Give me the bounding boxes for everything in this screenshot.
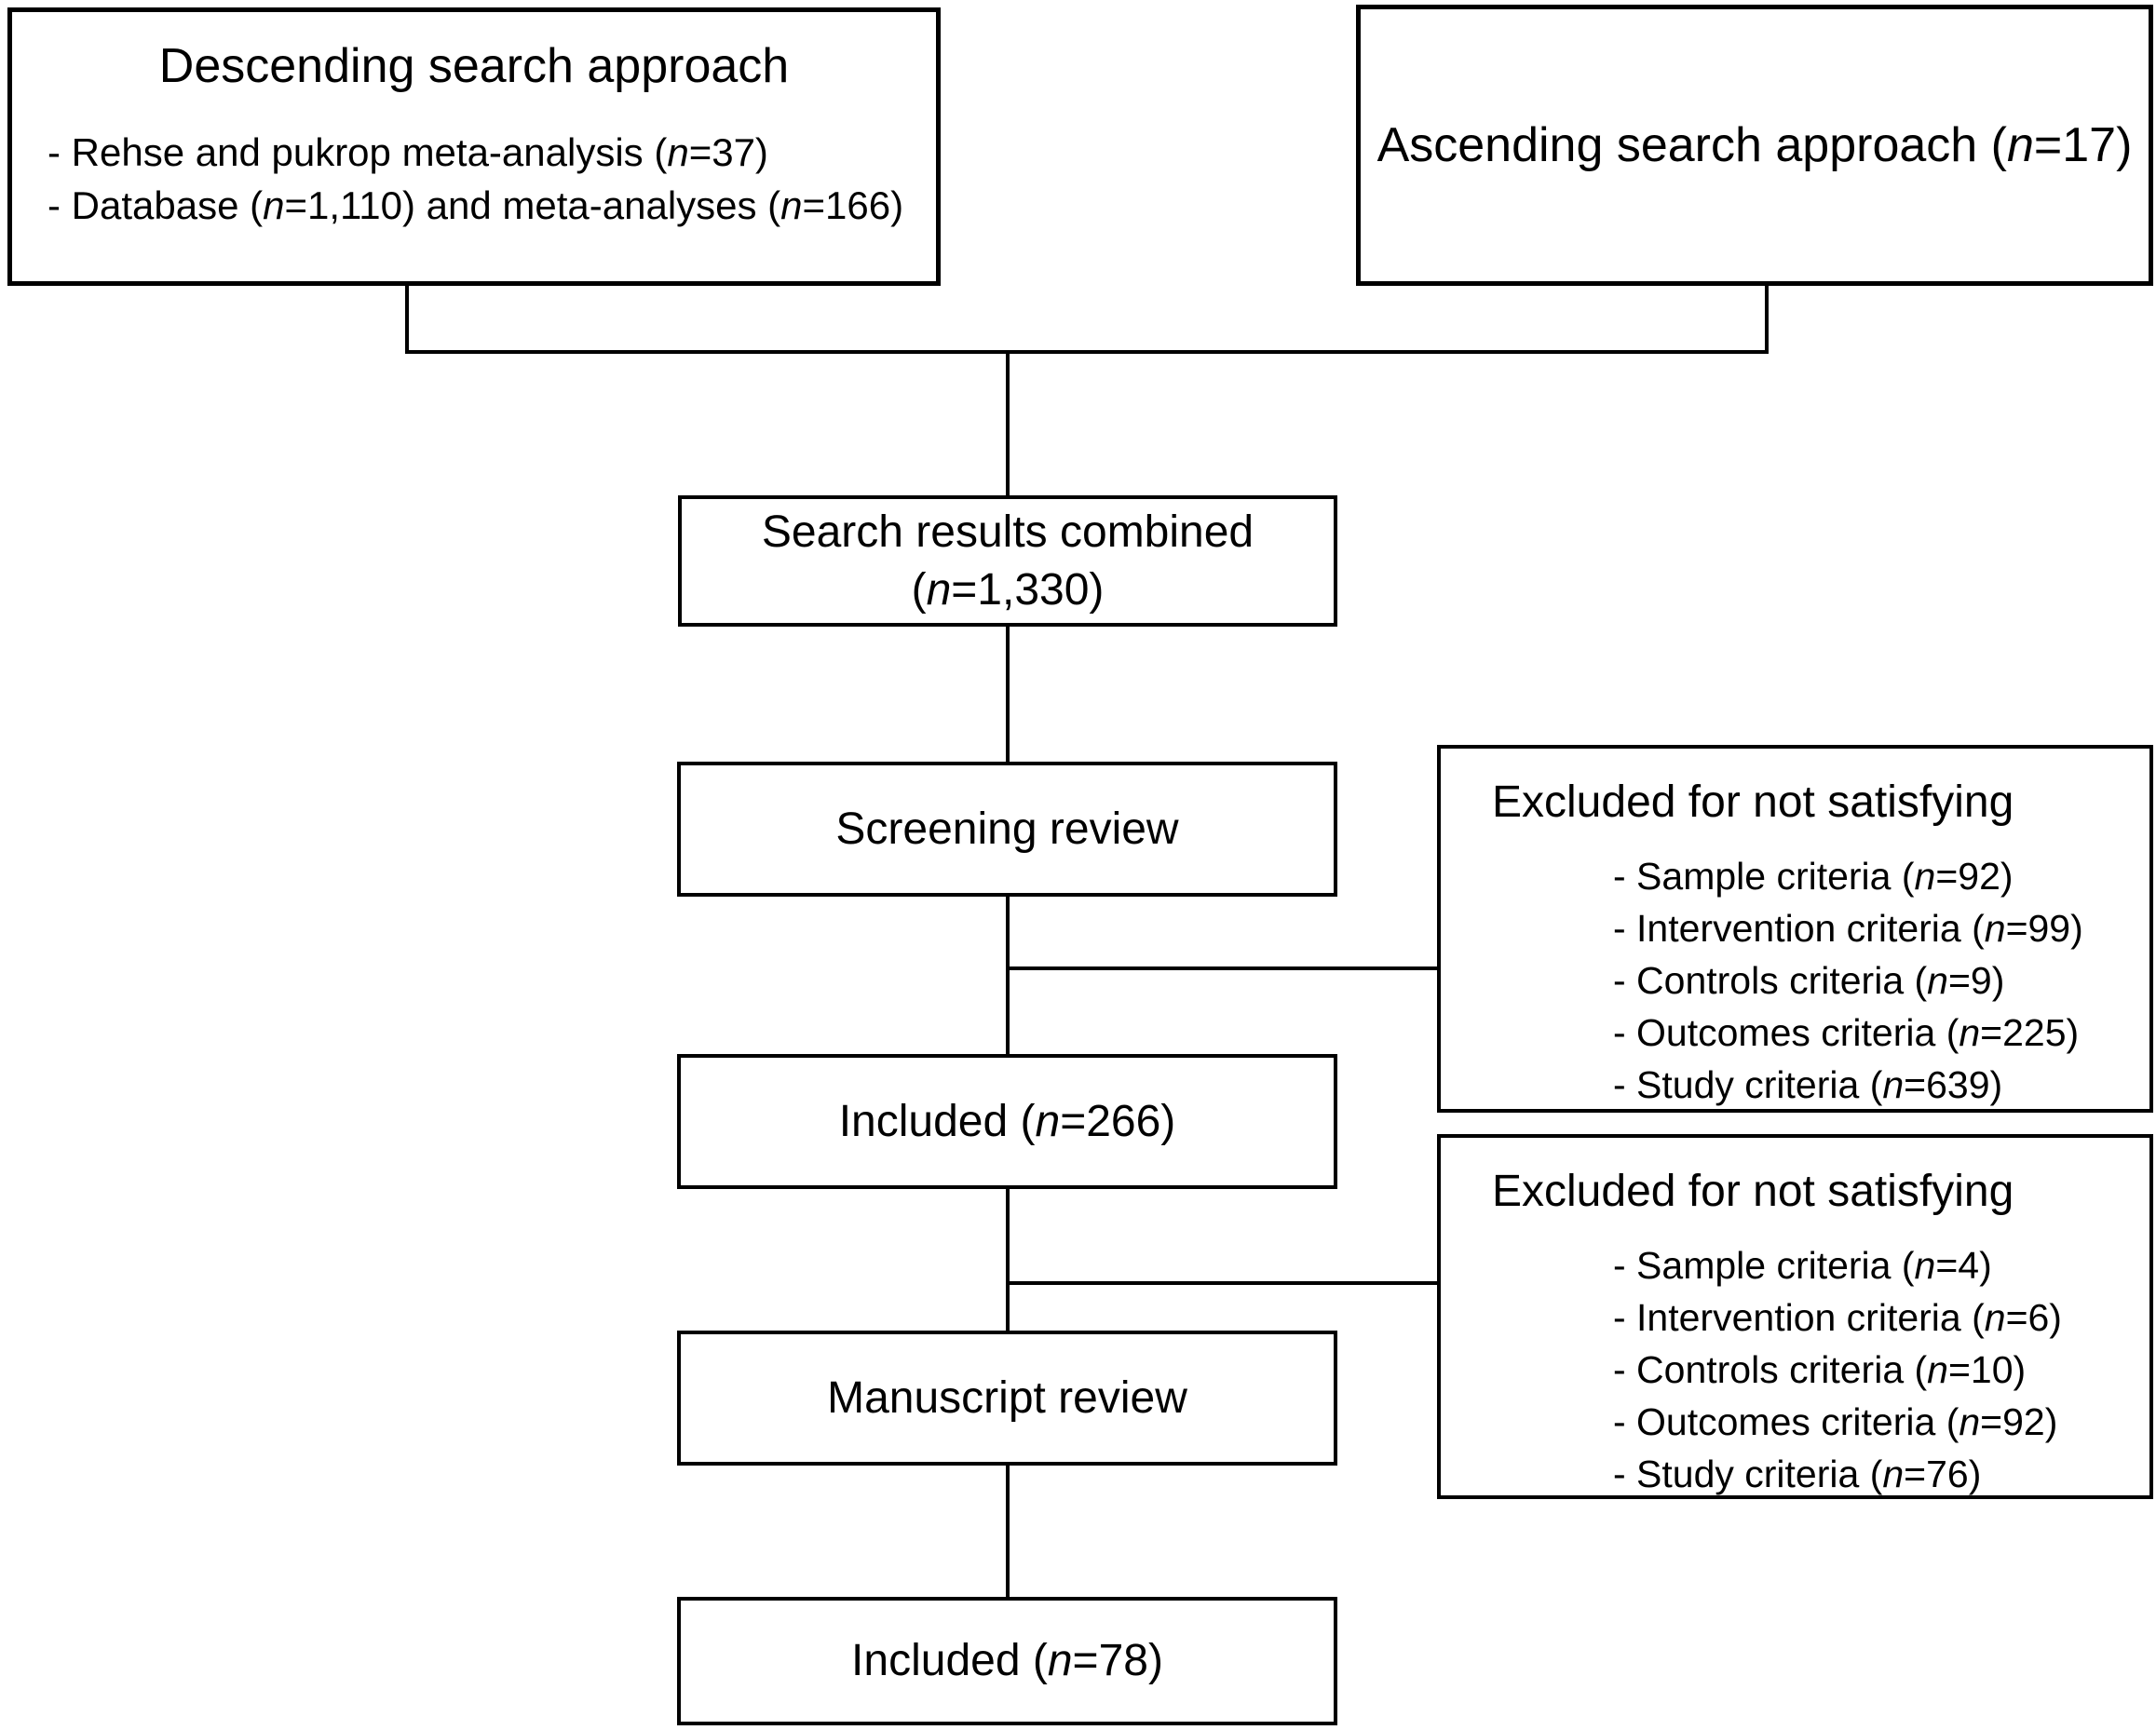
connector-merge-to-combined [1006, 354, 1010, 495]
connector-manuscript-to-included [1006, 1466, 1010, 1597]
excluded-screening-title: Excluded for not satisfying [1492, 777, 2014, 827]
excluded-item: - Controls criteria (n=10) [1613, 1348, 2027, 1391]
included-78-label: Included (n=78) [851, 1636, 1163, 1685]
excluded-item: - Study criteria (n=639) [1613, 1063, 2003, 1106]
connector-merge-horizontal [405, 350, 1769, 354]
search-results-combined-line1: Search results combined [761, 507, 1254, 557]
connector-descending-down [405, 286, 409, 354]
box-descending-search: Descending search approach - Rehse and p… [7, 7, 941, 286]
connector-included-to-manuscript [1006, 1189, 1010, 1331]
excluded-item: - Outcomes criteria (n=92) [1613, 1400, 2058, 1443]
ascending-search-label: Ascending search approach (n=17) [1376, 118, 2133, 172]
descending-item: - Rehse and pukrop meta-analysis (n=37) [47, 130, 768, 174]
excluded-manuscript-items: - Sample criteria (n=4) - Intervention c… [1613, 1239, 2149, 1500]
box-excluded-screening: Excluded for not satisfying - Sample cri… [1437, 745, 2153, 1113]
connector-branch-excluded-2 [1006, 1281, 1437, 1285]
descending-search-items: - Rehse and pukrop meta-analysis (n=37) … [12, 126, 936, 232]
excluded-item: - Intervention criteria (n=99) [1613, 907, 2083, 950]
box-screening-review: Screening review [677, 762, 1337, 897]
excluded-item: - Study criteria (n=76) [1613, 1453, 1982, 1495]
excluded-manuscript-title: Excluded for not satisfying [1492, 1167, 2014, 1216]
box-search-results-combined: Search results combined (n=1,330) [678, 495, 1337, 627]
box-manuscript-review: Manuscript review [677, 1331, 1337, 1466]
search-results-combined-line2: (n=1,330) [911, 564, 1105, 615]
excluded-item: - Sample criteria (n=4) [1613, 1244, 1992, 1287]
connector-branch-excluded-1 [1006, 966, 1437, 970]
excluded-item: - Outcomes criteria (n=225) [1613, 1011, 2080, 1054]
box-excluded-manuscript: Excluded for not satisfying - Sample cri… [1437, 1134, 2153, 1499]
connector-ascending-down [1765, 286, 1769, 354]
excluded-item: - Controls criteria (n=9) [1613, 959, 2005, 1002]
connector-screening-to-included [1006, 897, 1010, 1054]
excluded-item: - Sample criteria (n=92) [1613, 855, 2014, 898]
connector-combined-to-screening [1006, 627, 1010, 762]
screening-review-label: Screening review [835, 804, 1179, 854]
included-266-label: Included (n=266) [838, 1096, 1176, 1146]
excluded-item: - Intervention criteria (n=6) [1613, 1296, 2062, 1339]
descending-search-title: Descending search approach [158, 39, 790, 93]
search-results-combined-label: Search results combined (n=1,330) [762, 504, 1254, 619]
excluded-screening-items: - Sample criteria (n=92) - Intervention … [1613, 850, 2149, 1111]
box-included-266: Included (n=266) [677, 1054, 1337, 1189]
manuscript-review-label: Manuscript review [827, 1372, 1187, 1423]
box-included-78: Included (n=78) [677, 1597, 1337, 1725]
box-ascending-search: Ascending search approach (n=17) [1356, 5, 2153, 286]
descending-item: - Database (n=1,110) and meta-analyses (… [47, 183, 904, 227]
